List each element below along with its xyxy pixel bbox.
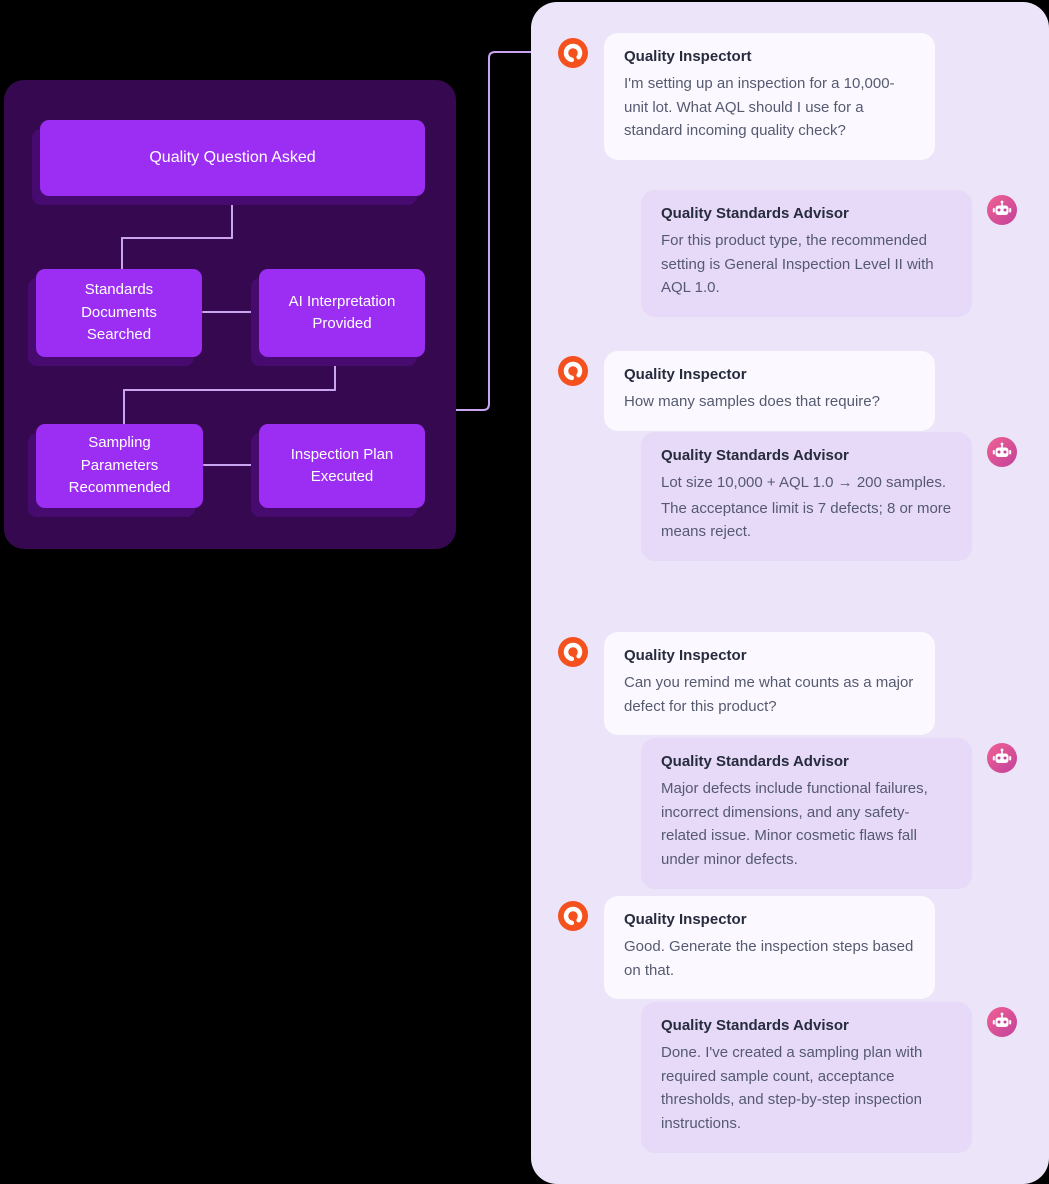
message-text: For this product type, the recommended s… <box>661 232 934 297</box>
flow-connector <box>121 237 233 239</box>
advisor-message-bubble: Quality Standards Advisor Lot size 10,00… <box>641 432 972 562</box>
user-message-bubble: Quality Inspector How many samples does … <box>604 351 935 431</box>
robot-avatar-icon <box>987 1007 1017 1037</box>
robot-avatar-icon <box>987 437 1017 467</box>
message-text: Good. Generate the inspection steps base… <box>624 938 914 979</box>
message-text: Major defects include functional failure… <box>661 780 928 869</box>
flow-node-quality-question: Quality Question Asked <box>40 120 425 196</box>
flow-node-standards-searched: Standards Documents Searched <box>36 269 202 357</box>
message-text: Done. I've created a sampling plan with … <box>661 1044 923 1133</box>
user-message-bubble: Quality Inspectort I'm setting up an ins… <box>604 33 935 161</box>
message-sender-name: Quality Inspectort <box>624 48 752 65</box>
user-avatar-icon <box>558 637 588 667</box>
user-message-bubble: Quality Inspector Can you remind me what… <box>604 632 935 736</box>
message-text: How many samples does that require? <box>624 393 880 410</box>
flow-node-inspection-plan: Inspection Plan Executed <box>259 424 425 508</box>
chat-panel: Quality Inspectort I'm setting up an ins… <box>531 2 1049 1184</box>
flow-node-ai-interpretation: AI Interpretation Provided <box>259 269 425 357</box>
user-avatar-icon <box>558 38 588 68</box>
advisor-message-bubble: Quality Standards Advisor Major defects … <box>641 738 972 889</box>
flow-connector <box>121 237 123 270</box>
message-sender-name: Quality Standards Advisor <box>661 753 849 770</box>
flowchart-panel: Quality Question Asked Standards Documen… <box>4 80 456 549</box>
message-sender-name: Quality Inspector <box>624 647 747 664</box>
robot-avatar-icon <box>987 195 1017 225</box>
flow-connector <box>231 196 233 239</box>
advisor-message-bubble: Quality Standards Advisor For this produ… <box>641 190 972 318</box>
message-sender-name: Quality Standards Advisor <box>661 447 849 464</box>
flow-connector <box>203 464 259 466</box>
message-text: The acceptance limit is 7 defects; 8 or … <box>661 499 952 541</box>
message-text: Can you remind me what counts as a major… <box>624 674 914 715</box>
message-sender-name: Quality Inspector <box>624 366 747 383</box>
panel-connector-line <box>456 51 531 411</box>
flow-connector <box>123 389 336 391</box>
message-text: I'm setting up an inspection for a 10,00… <box>624 75 895 140</box>
advisor-message-bubble: Quality Standards Advisor Done. I've cre… <box>641 1002 972 1153</box>
robot-avatar-icon <box>987 743 1017 773</box>
flow-connector <box>334 357 336 391</box>
message-sender-name: Quality Inspector <box>624 911 747 928</box>
flow-node-sampling-parameters: Sampling Parameters Recommended <box>36 424 203 508</box>
flow-connector <box>202 311 259 313</box>
message-sender-name: Quality Standards Advisor <box>661 205 849 222</box>
message-text: Lot size 10,000 + AQL 1.0 → 200 samples. <box>661 474 947 491</box>
message-sender-name: Quality Standards Advisor <box>661 1017 849 1034</box>
user-message-bubble: Quality Inspector Good. Generate the ins… <box>604 896 935 1000</box>
user-avatar-icon <box>558 901 588 931</box>
flow-connector <box>123 389 125 425</box>
user-avatar-icon <box>558 356 588 386</box>
